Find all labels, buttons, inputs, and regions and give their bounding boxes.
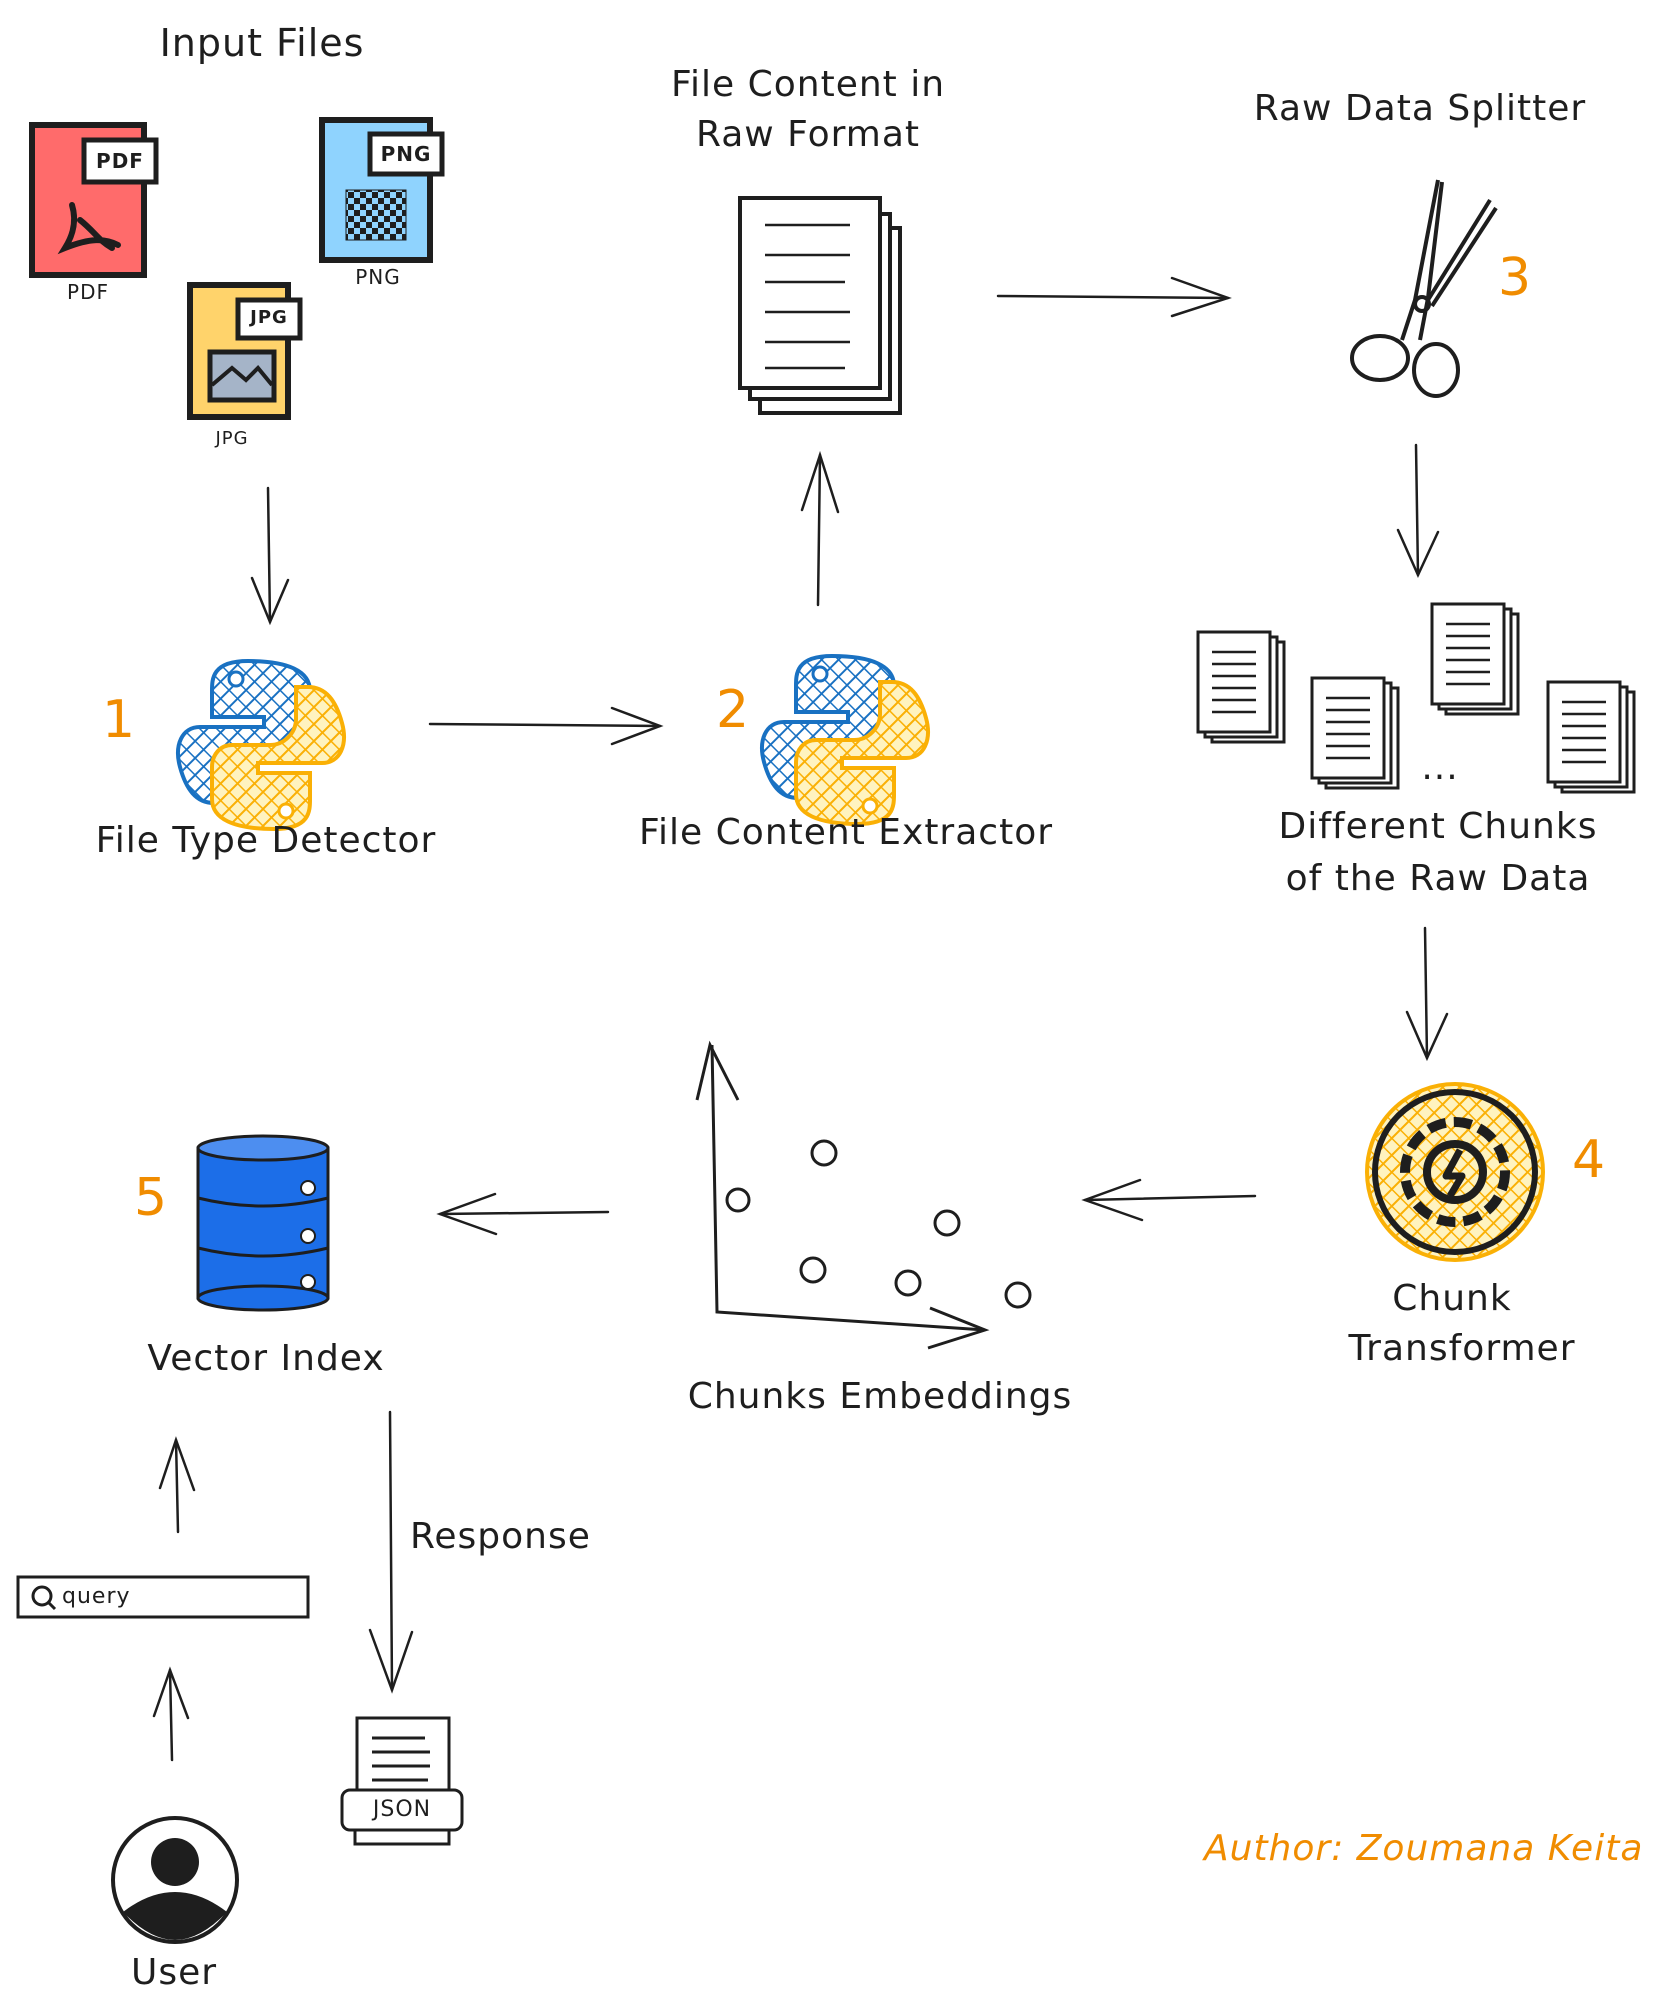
arrow-icon — [1396, 443, 1440, 579]
arrow-icon — [996, 276, 1232, 318]
arrow-icon — [800, 450, 840, 607]
user-avatar-icon — [111, 1816, 239, 1944]
search-box[interactable] — [16, 1575, 310, 1619]
python-logo-icon — [760, 653, 930, 827]
step-number-4: 4 — [1572, 1130, 1606, 1190]
user-label: User — [130, 1952, 218, 1993]
scissors-icon — [1350, 179, 1498, 398]
response-label: Response — [410, 1516, 591, 1557]
raw-format-label-line1: File Content in — [670, 64, 946, 105]
step-number-5: 5 — [134, 1168, 168, 1228]
jpg-caption: JPG — [215, 428, 249, 449]
gear-icon — [1365, 1082, 1545, 1262]
arrow-icon — [152, 1666, 190, 1762]
chunk-transformer-label-line1: Chunk — [1392, 1278, 1512, 1319]
author-credit: Author: Zoumana Keita — [1204, 1828, 1644, 1869]
database-icon — [196, 1134, 330, 1312]
pdf-caption: PDF — [67, 280, 109, 304]
step-number-2: 2 — [716, 680, 750, 740]
chunk-document-icon — [1310, 676, 1400, 790]
chunks-label-line1: Different Chunks — [1278, 806, 1598, 847]
arrow-icon — [1081, 1178, 1257, 1222]
chunk-document-icon — [1546, 680, 1636, 794]
document-stack-icon — [738, 196, 902, 415]
arrow-icon — [436, 1192, 610, 1236]
json-document-icon — [340, 1716, 464, 1846]
scatter-plot-icon — [695, 1040, 1032, 1350]
chunks-label-line2: of the Raw Data — [1285, 858, 1591, 899]
arrow-icon — [158, 1436, 196, 1534]
vector-index-label: Vector Index — [147, 1338, 385, 1379]
chunks-embeddings-label: Chunks Embeddings — [687, 1376, 1073, 1417]
png-caption: PNG — [355, 265, 401, 289]
chunk-transformer-label-line2: Transformer — [1348, 1328, 1576, 1369]
input-files-title: Input Files — [159, 21, 365, 65]
search-icon — [31, 1585, 57, 1611]
chunk-document-icon — [1196, 630, 1286, 744]
raw-format-label-line2: Raw Format — [695, 114, 921, 155]
jpg-file-icon — [187, 282, 303, 420]
file-content-extractor-label: File Content Extractor — [638, 812, 1054, 853]
step-number-3: 3 — [1498, 248, 1532, 308]
search-input[interactable]: query — [62, 1584, 131, 1609]
raw-data-splitter-label: Raw Data Splitter — [1253, 88, 1587, 129]
step-number-1: 1 — [102, 690, 136, 750]
json-label: JSON — [372, 1797, 432, 1822]
file-type-detector-label: File Type Detector — [95, 820, 437, 861]
arrow-icon — [428, 706, 664, 746]
python-logo-icon — [176, 658, 346, 832]
chunks-ellipsis: ... — [1421, 747, 1459, 788]
png-file-icon — [319, 117, 445, 263]
arrow-icon — [250, 486, 290, 626]
pdf-tag: PDF — [96, 149, 144, 173]
jpg-tag: JPG — [250, 307, 288, 328]
pdf-file-icon — [29, 122, 159, 278]
arrow-icon — [1405, 926, 1449, 1062]
arrow-icon — [368, 1410, 414, 1694]
chunk-document-icon — [1430, 602, 1520, 716]
png-tag: PNG — [380, 142, 432, 166]
